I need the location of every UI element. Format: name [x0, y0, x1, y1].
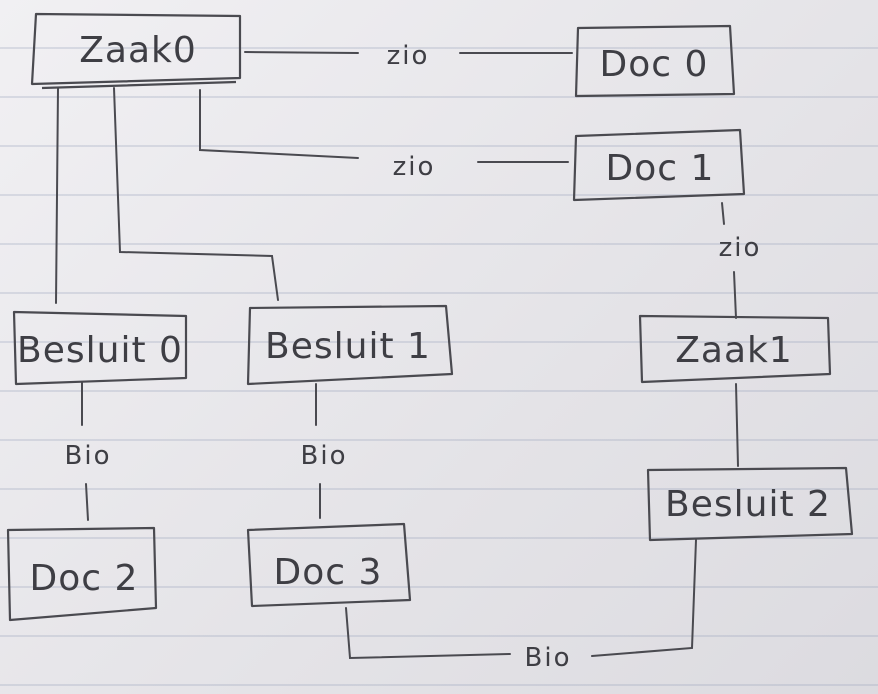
edge-label-zio: zio — [719, 233, 762, 263]
node-box — [12, 310, 188, 386]
edge-zaak1-besluit2 — [735, 383, 739, 467]
node-label: Doc 2 — [30, 558, 139, 599]
edge-zaak0-doc1: zio — [199, 89, 569, 182]
node-label: Besluit 0 — [17, 330, 183, 371]
edge-line — [244, 51, 359, 54]
node-label: Besluit 1 — [265, 326, 431, 367]
node-besluit2: Besluit 2 — [646, 466, 854, 542]
node-label: Zaak0 — [79, 30, 197, 71]
node-label: Doc 1 — [606, 148, 715, 189]
edge-line — [721, 202, 725, 225]
edge-line — [113, 87, 279, 301]
edge-zaak0-besluit1 — [113, 87, 279, 301]
node-besluit1: Besluit 1 — [246, 304, 454, 386]
node-box — [638, 314, 832, 384]
node-zaak0: Zaak0 — [30, 12, 242, 90]
node-box — [574, 24, 736, 98]
edge-besluit0-doc2: Bio — [65, 381, 112, 521]
node-doc0: Doc 0 — [574, 24, 736, 98]
edge-line — [85, 483, 89, 521]
edge-line — [199, 89, 359, 159]
node-label: Besluit 2 — [665, 484, 831, 525]
edge-besluit1-doc3: Bio — [301, 383, 348, 519]
edge-line — [591, 539, 697, 657]
node-label: Zaak1 — [675, 330, 793, 371]
edge-line — [733, 271, 737, 319]
edge-label-zio: zio — [387, 41, 430, 71]
edge-label-bio: Bio — [301, 441, 348, 471]
node-doc1: Doc 1 — [572, 128, 746, 202]
node-zaak1: Zaak1 — [638, 314, 832, 384]
edge-doc1-zaak1: zio — [719, 202, 762, 319]
edge-line — [345, 607, 511, 660]
node-besluit0: Besluit 0 — [12, 310, 188, 386]
node-label: Doc 0 — [600, 44, 709, 85]
edge-label-bio: Bio — [65, 441, 112, 471]
node-box — [6, 526, 158, 622]
edge-label-zio: zio — [393, 152, 436, 182]
edge-line — [55, 87, 59, 304]
node-box — [572, 128, 746, 202]
edge-zaak0-besluit0 — [55, 87, 59, 304]
node-doc3: Doc 3 — [246, 522, 412, 608]
node-box — [246, 522, 412, 608]
node-box — [646, 466, 854, 542]
node-box — [30, 12, 242, 90]
node-doc2: Doc 2 — [6, 526, 158, 622]
edge-label-bio: Bio — [525, 643, 572, 673]
edge-zaak0-doc0: zio — [244, 41, 573, 71]
edge-besluit2-doc3: Bio — [345, 539, 697, 673]
edge-line — [735, 383, 739, 467]
node-box — [246, 304, 454, 386]
node-label: Doc 3 — [274, 552, 383, 593]
